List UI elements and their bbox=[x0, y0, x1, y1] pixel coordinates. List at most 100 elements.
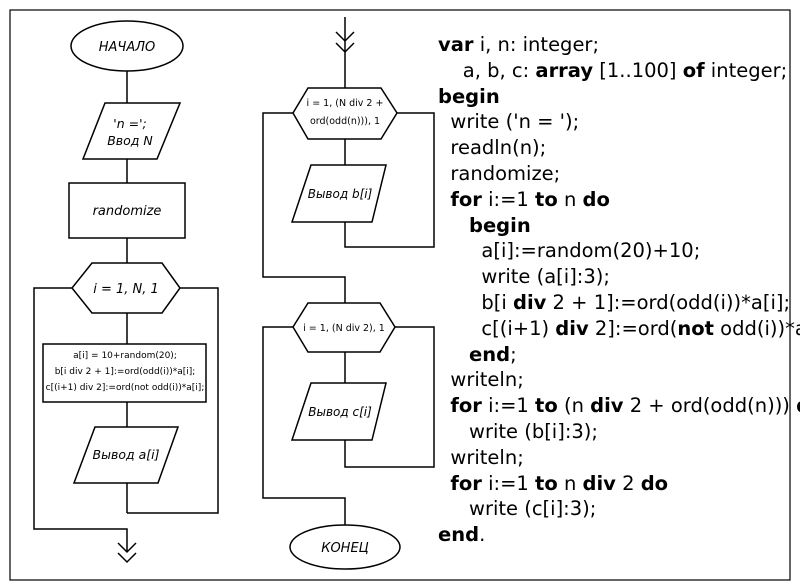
code-line: readln(n); bbox=[438, 135, 800, 161]
code-text: ; bbox=[510, 342, 517, 366]
assign-line-2: b[i div 2 + 1]:=ord(odd(i))*a[i]; bbox=[55, 367, 196, 377]
code-keyword: array bbox=[535, 58, 594, 82]
loop1-exit-line bbox=[33, 287, 128, 552]
code-text: (n bbox=[557, 394, 591, 418]
code-text: . bbox=[479, 523, 486, 547]
code-text: 2 bbox=[615, 471, 641, 495]
loop2-label-1: i = 1, (N div 2 + bbox=[307, 98, 384, 109]
code-keyword: div bbox=[555, 316, 589, 340]
code-keyword: end bbox=[438, 523, 480, 547]
code-line: end. bbox=[438, 522, 800, 548]
code-text: b[i bbox=[438, 290, 513, 314]
code-line: write (a[i]:3); bbox=[438, 264, 800, 290]
code-keyword: do bbox=[640, 471, 669, 495]
code-text: write (c[i]:3); bbox=[438, 497, 597, 521]
loop1-return-line bbox=[127, 287, 219, 514]
code-line: c[(i+1) div 2]:=ord(not odd(i))*a[i]; bbox=[438, 316, 800, 342]
code-text: write ('n = '); bbox=[438, 110, 580, 134]
input-prompt-label: 'n ='; bbox=[113, 116, 146, 131]
code-keyword: of bbox=[682, 58, 705, 82]
code-keyword: do bbox=[796, 394, 800, 417]
assign-line-1: a[i] = 10+random(20); bbox=[73, 351, 177, 361]
code-keyword: begin bbox=[438, 84, 500, 108]
code-text bbox=[438, 472, 450, 495]
code-keyword: var bbox=[438, 33, 474, 56]
code-text: odd(i))*a[i]; bbox=[720, 316, 800, 340]
code-line: begin bbox=[438, 213, 800, 239]
assign-line-3: c[(i+1) div 2]:=ord(not odd(i))*a[i]; bbox=[46, 383, 205, 393]
code-line: write ('n = '); bbox=[438, 109, 800, 135]
code-text bbox=[438, 343, 469, 366]
code-keyword: begin bbox=[469, 213, 531, 237]
code-keyword: end bbox=[469, 342, 511, 366]
loop3-exit-line bbox=[262, 326, 346, 525]
code-line: writeln; bbox=[438, 445, 800, 471]
code-line: var i, n: integer; bbox=[438, 32, 800, 58]
code-text bbox=[438, 394, 450, 417]
code-keyword: not bbox=[677, 316, 714, 340]
code-line: end; bbox=[438, 342, 800, 368]
code-text: i:=1 bbox=[481, 471, 536, 495]
pascal-code-listing: var i, n: integer; a, b, c: array [1..10… bbox=[438, 32, 800, 548]
assign-process bbox=[42, 343, 207, 403]
code-keyword: div bbox=[582, 471, 616, 495]
code-line: for i:=1 to n do bbox=[438, 187, 800, 213]
code-text: randomize; bbox=[438, 161, 561, 185]
code-text: a, b, c: bbox=[438, 58, 536, 82]
end-terminator bbox=[289, 524, 401, 570]
output-a-label: Вывод a[i] bbox=[93, 447, 160, 462]
randomize-label: randomize bbox=[93, 204, 162, 219]
code-text: i, n: integer; bbox=[473, 33, 600, 56]
code-text: c[(i+1) bbox=[438, 316, 556, 340]
code-text: 2 + ord(odd(n))) bbox=[623, 394, 797, 418]
code-text: a[i]:=random(20)+10; bbox=[438, 239, 701, 263]
code-keyword: for bbox=[450, 394, 482, 418]
code-line: write (b[i]:3); bbox=[438, 419, 800, 445]
code-text: writeln; bbox=[438, 445, 524, 469]
code-text: writeln; bbox=[438, 368, 524, 392]
code-text: i:=1 bbox=[481, 394, 536, 418]
output-b-label: Вывод b[i] bbox=[308, 187, 373, 201]
code-text bbox=[438, 188, 450, 211]
loop2-hexagon bbox=[292, 87, 398, 140]
loop2-exit-line bbox=[262, 112, 346, 303]
code-line: writeln; bbox=[438, 367, 800, 393]
loop3-label: i = 1, (N div 2), 1 bbox=[303, 323, 385, 334]
end-label: КОНЕЦ bbox=[321, 541, 369, 556]
code-text: n bbox=[557, 471, 583, 495]
input-read-label: Ввод N bbox=[107, 133, 153, 148]
code-line: begin bbox=[438, 84, 800, 110]
code-keyword: do bbox=[582, 187, 610, 211]
frame-border bbox=[9, 9, 791, 581]
code-line: a[i]:=random(20)+10; bbox=[438, 238, 800, 264]
code-text: n bbox=[557, 187, 583, 211]
code-keyword: to bbox=[535, 187, 558, 211]
loop3-return-line bbox=[344, 326, 435, 468]
loop2-return-line bbox=[344, 112, 435, 248]
start-label: НАЧАЛО bbox=[99, 40, 155, 55]
output-b-parallelogram bbox=[290, 164, 387, 223]
code-keyword: to bbox=[535, 471, 558, 495]
code-text: i:=1 bbox=[481, 187, 536, 211]
loop1-label: i = 1, N, 1 bbox=[93, 282, 159, 297]
code-keyword: for bbox=[450, 187, 482, 211]
code-line: for i:=1 to n div 2 do bbox=[438, 471, 800, 497]
loop2-label-2: ord(odd(n))), 1 bbox=[310, 116, 380, 127]
code-text: readln(n); bbox=[438, 136, 547, 160]
code-line: b[i div 2 + 1]:=ord(odd(i))*a[i]; bbox=[438, 290, 800, 316]
code-text: [1..100] bbox=[593, 58, 683, 82]
input-parallelogram bbox=[81, 102, 182, 160]
output-c-parallelogram bbox=[290, 382, 387, 441]
code-line: a, b, c: array [1..100] of integer; bbox=[438, 58, 800, 84]
code-keyword: div bbox=[513, 290, 547, 314]
code-line: randomize; bbox=[438, 161, 800, 187]
code-text: 2 + 1]:=ord(odd(i))*a[i]; bbox=[546, 290, 791, 314]
code-line: write (c[i]:3); bbox=[438, 496, 800, 522]
code-text bbox=[438, 214, 469, 237]
code-keyword: for bbox=[450, 471, 482, 495]
output-c-label: Вывод c[i] bbox=[308, 405, 372, 419]
code-text: write (a[i]:3); bbox=[438, 265, 610, 289]
output-a-parallelogram bbox=[72, 426, 180, 484]
